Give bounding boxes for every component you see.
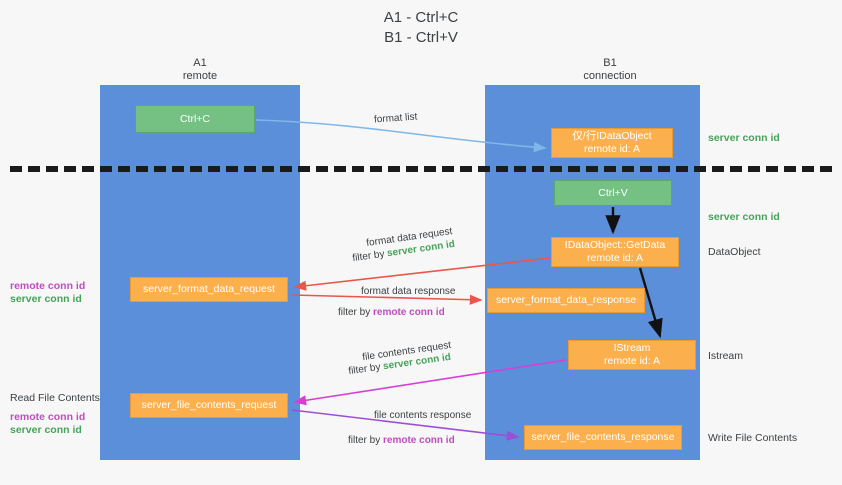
note-write-file-contents: Write File Contents <box>708 432 798 444</box>
filter-value-remote-conn-id: remote conn id <box>373 307 445 318</box>
filter-prefix: filter by <box>347 361 384 378</box>
box-istream[interactable]: IStream remote id: A <box>568 340 696 370</box>
caption-file-contents-response: file contents response <box>374 410 472 421</box>
note-istream: Istream <box>708 350 744 362</box>
column-header-b1: B1 connection <box>540 57 680 83</box>
title-line-2: B1 - Ctrl+V <box>384 29 458 46</box>
box-server-file-contents-request-label: server_file_contents_request <box>141 399 277 411</box>
filter-prefix: filter by <box>351 248 388 265</box>
box-server-format-data-request[interactable]: server_format_data_request <box>130 277 288 302</box>
box-server-file-contents-response-label: server_file_contents_response <box>531 431 675 443</box>
box-server-file-contents-response[interactable]: server_file_contents_response <box>524 425 682 450</box>
note-server-conn-id-mid: server conn id <box>708 211 780 223</box>
caption-format-list: format list <box>373 111 418 126</box>
note-remote-conn-id: remote conn id <box>10 280 86 292</box>
filter-prefix: filter by <box>338 307 374 318</box>
column-a1-name: A1 <box>193 57 207 69</box>
box-data-object-line1: 仅/行IDataObject <box>572 130 652 142</box>
note-server-conn-id-top: server conn id <box>708 132 780 144</box>
page-title: A1 - Ctrl+C B1 - Ctrl+V <box>0 8 842 48</box>
note-dataobject: DataObject <box>708 246 761 258</box>
box-data-object[interactable]: 仅/行IDataObject remote id: A <box>551 128 673 158</box>
caption-format-data-response-filter: filter by remote conn id <box>338 306 445 319</box>
column-b1-role: connection <box>583 70 637 82</box>
filter-prefix: filter by <box>348 435 384 446</box>
box-server-format-data-response[interactable]: server_format_data_response <box>487 288 645 313</box>
box-server-format-data-request-label: server_format_data_request <box>143 283 275 295</box>
box-ctrl-v-label: Ctrl+V <box>598 186 628 199</box>
box-istream-line2: remote id: A <box>603 355 661 367</box>
box-get-data-line2: remote id: A <box>586 252 644 264</box>
box-ctrl-v[interactable]: Ctrl+V <box>554 180 672 206</box>
note-read-file-contents: Read File Contents <box>10 392 100 404</box>
box-get-data[interactable]: IDataObject::GetData remote id: A <box>551 237 679 267</box>
column-a1-role: remote <box>182 70 218 82</box>
box-data-object-line2: remote id: A <box>583 143 641 155</box>
box-ctrl-c-label: Ctrl+C <box>179 112 211 125</box>
box-istream-line1: IStream <box>613 342 651 354</box>
note-remote-conn-id: remote conn id <box>10 411 86 423</box>
box-ctrl-c[interactable]: Ctrl+C <box>135 105 255 133</box>
note-conn-ids-upper: remote conn id server conn id <box>10 280 85 306</box>
column-b1-name: B1 <box>603 57 617 69</box>
box-server-format-data-response-label: server_format_data_response <box>495 294 637 306</box>
note-server-conn-id: server conn id <box>10 293 82 305</box>
phase-divider <box>10 166 832 172</box>
title-line-1: A1 - Ctrl+C <box>383 9 459 26</box>
caption-format-data-response: format data response <box>361 286 456 297</box>
box-get-data-line1: IDataObject::GetData <box>564 239 666 251</box>
caption-file-contents-response-filter: filter by remote conn id <box>348 434 455 447</box>
column-header-a1: A1 remote <box>130 57 270 83</box>
note-server-conn-id: server conn id <box>10 424 82 436</box>
note-conn-ids-lower: remote conn id server conn id <box>10 411 85 437</box>
filter-value-remote-conn-id: remote conn id <box>383 435 455 446</box>
box-server-file-contents-request[interactable]: server_file_contents_request <box>130 393 288 418</box>
